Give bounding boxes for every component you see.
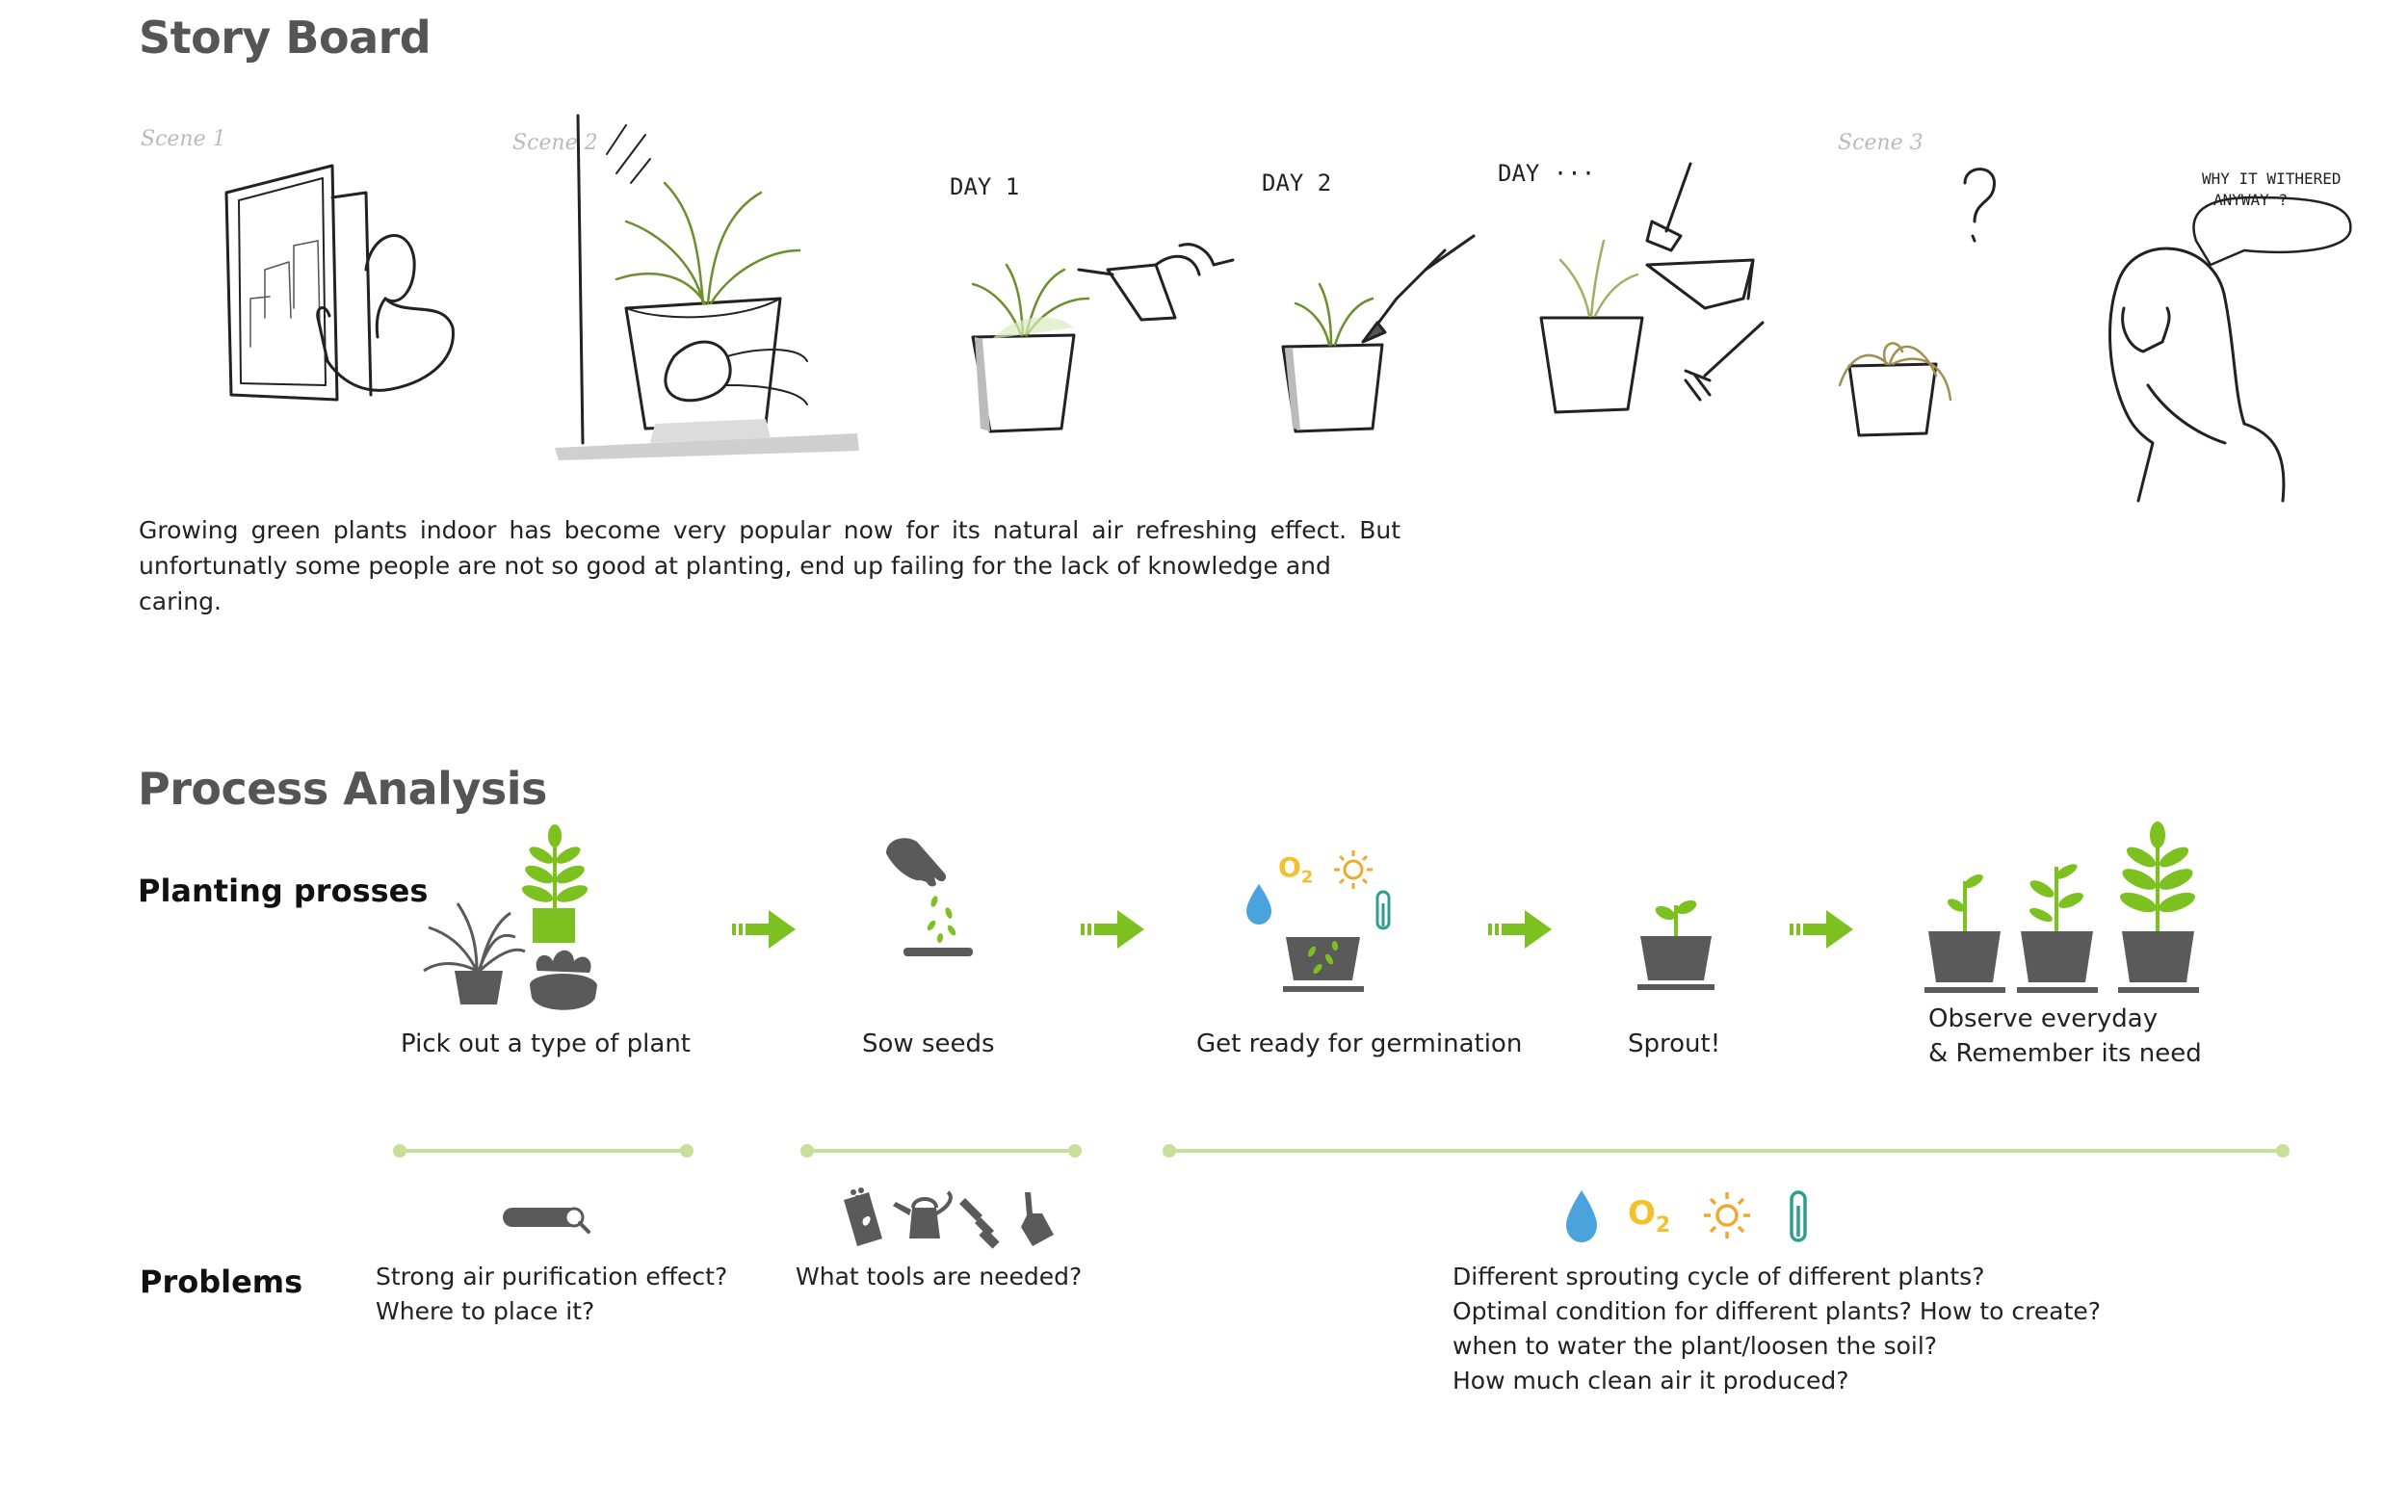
speech-bubble-line-2: ANYWAY ? xyxy=(2213,191,2289,209)
germination-icon xyxy=(1246,850,1391,992)
problem-line: when to water the plant/loosen the soil? xyxy=(1453,1332,1938,1360)
speech-bubble-text: WHY IT WITHERED ANYWAY ? xyxy=(2202,169,2342,211)
scene-3-label: Scene 3 xyxy=(1838,131,1924,155)
o2-icon: O2 xyxy=(1278,851,1313,888)
sketch-day-n xyxy=(1539,162,1765,414)
timeline-segment-3 xyxy=(1163,1144,2290,1158)
o2-subscript: 2 xyxy=(1300,867,1314,888)
speech-bubble-line-1: WHY IT WITHERED xyxy=(2202,169,2342,188)
sprout-icon xyxy=(1637,899,1714,990)
timeline-dot xyxy=(393,1144,406,1158)
planting-heading: Planting prosses xyxy=(138,873,429,909)
description-line-1: Growing green plants indoor has become v… xyxy=(139,516,1400,544)
sketch-scene-1 xyxy=(224,164,455,402)
problem-conditions: Different sprouting cycle of different p… xyxy=(1453,1260,2101,1398)
sketch-scene-3 xyxy=(1838,168,2352,503)
problem-line: Strong air purification effect? xyxy=(376,1263,728,1290)
plant-selection-icon xyxy=(423,824,597,1010)
problem-line: Different sprouting cycle of different p… xyxy=(1453,1263,1985,1290)
timeline-dot xyxy=(1068,1144,1082,1158)
problems-heading: Problems xyxy=(140,1264,303,1300)
sketch-day-2 xyxy=(1281,234,1476,433)
problem-placement: Strong air purification effect? Where to… xyxy=(376,1260,727,1329)
step-label-sprout: Sprout! xyxy=(1628,1030,1721,1058)
o2-label: O xyxy=(1278,851,1301,883)
day-1-label: DAY 1 xyxy=(950,173,1020,200)
gardening-tools-icon xyxy=(844,1187,1054,1249)
scene-2-label: Scene 2 xyxy=(512,131,598,155)
day-n-label: DAY ··· xyxy=(1498,160,1596,187)
problem-line: Optimal condition for different plants? … xyxy=(1453,1297,2102,1325)
o2-problem-subscript: 2 xyxy=(1655,1212,1671,1238)
o2-problem-label: O xyxy=(1628,1194,1656,1233)
problem-tools: What tools are needed? xyxy=(796,1260,1082,1294)
process-title: Process Analysis xyxy=(138,763,547,815)
problem-line: Where to place it? xyxy=(376,1297,595,1325)
timeline-dot xyxy=(1163,1144,1176,1158)
o2-problem-icon: O2 xyxy=(1628,1194,1670,1238)
search-bar-icon xyxy=(503,1207,590,1234)
scene-1-label: Scene 1 xyxy=(141,127,226,151)
problem-line: How much clean air it produced? xyxy=(1453,1367,1849,1395)
timeline-segment-2 xyxy=(800,1144,1082,1158)
storyboard-description: Growing green plants indoor has become v… xyxy=(139,512,1400,619)
sketch-scene-2 xyxy=(555,114,859,460)
sketch-day-1 xyxy=(971,243,1235,433)
step-label-observe: Observe everyday & Remember its need xyxy=(1928,1002,2202,1071)
arrow-icon-1 xyxy=(732,910,796,949)
arrow-icon-3 xyxy=(1488,910,1552,949)
timeline-dot xyxy=(680,1144,694,1158)
growth-stages-icon xyxy=(1924,821,2199,993)
step-label-sow-seeds: Sow seeds xyxy=(862,1030,995,1058)
day-2-label: DAY 2 xyxy=(1262,169,1332,196)
arrow-icon-2 xyxy=(1081,910,1144,949)
timeline-dot xyxy=(800,1144,814,1158)
condition-icons xyxy=(1566,1190,1807,1242)
timeline-dot xyxy=(2276,1144,2290,1158)
description-line-2: unfortunatly some people are not so good… xyxy=(139,552,1331,615)
storyboard-title: Story Board xyxy=(139,12,432,64)
step-label-pick-plant: Pick out a type of plant xyxy=(401,1030,691,1058)
step-label-germination: Get ready for germination xyxy=(1196,1030,1523,1058)
problem-line: What tools are needed? xyxy=(796,1263,1083,1290)
arrow-icon-4 xyxy=(1790,910,1853,949)
timeline-segment-1 xyxy=(393,1144,694,1158)
observe-line-2: & Remember its need xyxy=(1928,1039,2202,1068)
sow-seeds-icon xyxy=(886,838,973,956)
observe-line-1: Observe everyday xyxy=(1928,1004,2159,1033)
